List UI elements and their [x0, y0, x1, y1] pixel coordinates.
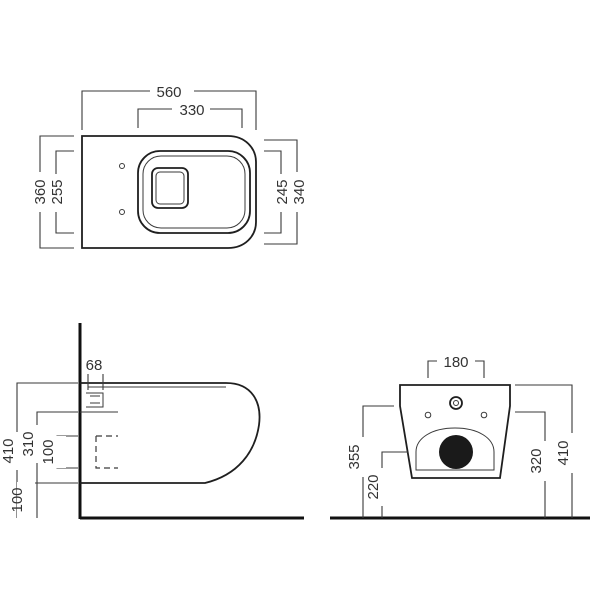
fixing-hole-right — [480, 411, 488, 419]
dim-180-label-bg — [437, 352, 475, 368]
dim-410-front-line — [515, 384, 573, 518]
dim-310-label-bg — [28, 425, 46, 463]
dim-355-label: 355 — [346, 444, 363, 469]
dim-100-pipe-label-bg — [48, 436, 66, 468]
fixing-hole-left — [424, 411, 432, 419]
dim-355-label-bg — [354, 437, 372, 477]
dim-100-bottom-label: 100 — [9, 487, 26, 512]
fixing-hole-center — [449, 396, 463, 410]
dim-310-label: 310 — [20, 431, 37, 456]
fixing-bracket — [80, 392, 118, 413]
dim-100-bottom-label-bg — [17, 482, 35, 518]
dim-410-line — [16, 382, 78, 518]
dim-320-label: 320 — [528, 448, 545, 473]
dim-255-label-bg — [48, 174, 66, 212]
front-view-bowl-opening — [415, 427, 495, 471]
dim-560-label: 560 — [156, 84, 181, 101]
dim-410-front-label: 410 — [555, 440, 572, 465]
dim-410-label-bg — [8, 432, 26, 470]
side-view-body-outline — [80, 382, 261, 484]
dim-360-label: 360 — [32, 179, 49, 204]
fixing-hole — [119, 163, 125, 169]
outlet-hole — [439, 435, 473, 469]
side-view: 68 410 310 100 100 — [0, 323, 304, 520]
top-view-rim-inner — [142, 155, 246, 229]
dim-320-line — [515, 411, 546, 518]
dim-360-label-bg — [30, 172, 50, 212]
top-view: 560 330 360 255 245 340 — [30, 83, 308, 249]
fixing-hole-center-inner — [453, 400, 459, 406]
outlet-pipe-hidden — [95, 435, 118, 469]
dim-410-front-label-bg — [563, 433, 581, 473]
dim-68-label: 68 — [86, 357, 103, 374]
dim-255-label: 255 — [49, 179, 66, 204]
top-view-bowl-inner — [155, 171, 185, 205]
dim-560-label-bg — [150, 83, 194, 99]
front-view: 180 355 220 320 410 — [330, 352, 590, 520]
dim-320-label-bg — [536, 441, 554, 481]
dim-100-pipe-label: 100 — [40, 439, 57, 464]
dim-245-label: 245 — [274, 179, 291, 204]
dim-220-label: 220 — [365, 474, 382, 499]
front-view-body-outline — [399, 384, 511, 479]
dim-330-label: 330 — [179, 102, 204, 119]
top-view-body-outline — [81, 135, 257, 249]
top-view-bowl-outer — [151, 167, 189, 209]
dim-410-label: 410 — [0, 438, 17, 463]
dim-180-label: 180 — [443, 354, 468, 371]
dim-355-line — [362, 405, 394, 518]
fixing-hole — [119, 209, 125, 215]
dim-245-label-bg — [272, 174, 290, 212]
dim-340-label-bg — [289, 172, 307, 212]
dim-68-line — [87, 374, 104, 390]
dim-220-label-bg — [373, 468, 391, 506]
top-view-rim-outer — [137, 150, 251, 234]
dim-340-label: 340 — [291, 179, 308, 204]
dim-330-label-bg — [172, 101, 210, 117]
